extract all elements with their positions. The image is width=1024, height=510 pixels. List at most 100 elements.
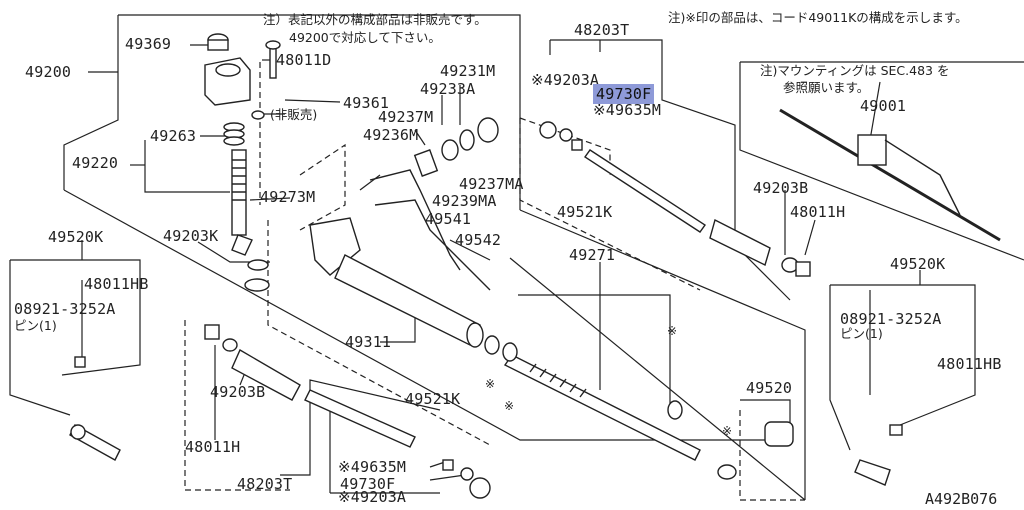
rack-teeth	[529, 363, 587, 398]
label-48011h-right: 48011H	[790, 203, 846, 221]
label-49730f-top: 49730F	[593, 84, 655, 104]
plate-49635m-top	[571, 139, 583, 151]
label-49521k-top: 49521K	[557, 203, 613, 221]
bushing-49236m	[413, 149, 439, 177]
label-49233a: 49233A	[420, 80, 476, 98]
note-top-left: 注）表記以外の構成部品は非販売です。	[263, 12, 487, 27]
asterisk-4: ※	[722, 424, 733, 438]
seal-49237m	[441, 139, 459, 161]
note-pin-right: ピン(1)	[840, 326, 883, 341]
leader-49311	[380, 310, 416, 343]
label-49520: 49520	[746, 379, 793, 397]
rack-seal-b	[502, 342, 518, 362]
label-49203b-left: 49203B	[210, 383, 266, 401]
clamp-bottom	[222, 338, 238, 352]
rack-tube-end	[466, 322, 484, 348]
seal-49520-a	[717, 464, 737, 480]
washer-49730f-bottom	[460, 467, 474, 481]
nut-49231m	[477, 117, 499, 143]
label-49542: 49542	[455, 231, 502, 249]
seal-49239ma	[459, 129, 475, 151]
label-49635m-bottom: ※49635M	[338, 458, 407, 476]
asterisk-3: ※	[504, 399, 515, 413]
asterisk-1: ※	[667, 324, 678, 338]
ring-49203a-bottom	[469, 477, 491, 499]
label-49521k-bottom: 49521K	[405, 390, 461, 408]
frame-49200-bottom	[63, 189, 790, 441]
assembly-49001-rack	[779, 108, 1001, 242]
leader-49237m	[414, 129, 426, 146]
leader-49541	[359, 174, 381, 191]
o-ring	[251, 110, 265, 120]
nut-48011h-top	[795, 261, 811, 277]
tierod-ball-left	[70, 424, 86, 440]
label-49520k-right: 49520K	[890, 255, 946, 273]
label-49203b-right: 49203B	[753, 179, 809, 197]
plate-49635m-bottom	[442, 459, 454, 471]
frame-49520k-left-side	[9, 260, 71, 416]
rack-49271	[503, 354, 701, 461]
nut-48011h-bottom	[204, 324, 220, 340]
pinion-ring	[231, 234, 253, 256]
tierod-48203t-top	[584, 149, 706, 233]
label-48011h-left: 48011H	[185, 438, 241, 456]
label-49311: 49311	[345, 333, 392, 351]
asterisk-2: ※	[485, 377, 496, 391]
frame-rack	[509, 257, 806, 501]
leader-49542	[449, 239, 491, 261]
ring-49263-c	[223, 136, 245, 146]
label-49361: 49361	[343, 94, 390, 112]
washer-49730f-top	[559, 128, 573, 142]
label-49273m: 49273M	[260, 188, 316, 206]
rack-seal-c	[667, 400, 683, 420]
note-top-left-2: 49200で対応して下さい。	[289, 30, 441, 45]
label-49369: 49369	[125, 35, 172, 53]
label-49271: 49271	[569, 246, 616, 264]
frame-49521k-side	[519, 118, 701, 291]
label-49237ma: 49237MA	[459, 175, 524, 193]
bolt-head	[265, 40, 281, 50]
nut-48011hb-right	[889, 424, 903, 436]
label-49203a-bottom: ※49203A	[338, 488, 407, 506]
frame-49200-right	[519, 209, 806, 500]
pinion-teeth	[232, 159, 246, 201]
frame-49520-dashed	[739, 410, 805, 501]
cap-49369-body	[207, 39, 229, 51]
boot-49203b-top	[709, 218, 771, 266]
inset-side	[739, 62, 1024, 261]
label-49520k-left: 49520K	[48, 228, 104, 246]
tierod-end-right	[854, 459, 891, 486]
frame-49200-left	[63, 15, 119, 190]
label-08921-left: 08921-3252A	[14, 300, 116, 318]
bushing-49520	[764, 421, 794, 447]
assembly-49001-body	[857, 134, 887, 166]
note-mounting-2: 参照願います。	[783, 80, 870, 95]
label-48011hb-left: 48011HB	[84, 275, 149, 293]
leader-49730f	[429, 474, 466, 481]
tierod-48203t-bottom	[304, 389, 416, 448]
label-49236m: 49236M	[363, 126, 419, 144]
label-49239ma: 49239MA	[432, 192, 497, 210]
label-49730f-bottom: 49730F	[340, 475, 396, 493]
nut-48011hb-left	[74, 356, 86, 368]
label-48011d: 48011D	[276, 51, 332, 69]
boot-49203b-bottom	[231, 349, 301, 401]
frame-49200-top	[118, 14, 521, 210]
label-49541: 49541	[425, 210, 472, 228]
assembly-49001-pipe	[884, 139, 961, 216]
label-49263: 49263	[150, 127, 197, 145]
leader-49001	[869, 81, 881, 141]
ring-49203a-top	[539, 121, 557, 139]
note-pin-left: ピン(1)	[14, 318, 57, 333]
label-48203t-top: 48203T	[574, 21, 630, 39]
frame-dashed-lower	[184, 320, 290, 491]
leader-49273m	[249, 197, 291, 201]
frame-dashed-valve	[299, 143, 346, 231]
rack-seal-a	[484, 335, 500, 355]
label-48011hb-right: 48011HB	[937, 355, 1002, 373]
label-49203k: 49203K	[163, 227, 219, 245]
label-48203t-bottom: 48203T	[237, 475, 293, 493]
leader-48011h	[804, 219, 816, 256]
